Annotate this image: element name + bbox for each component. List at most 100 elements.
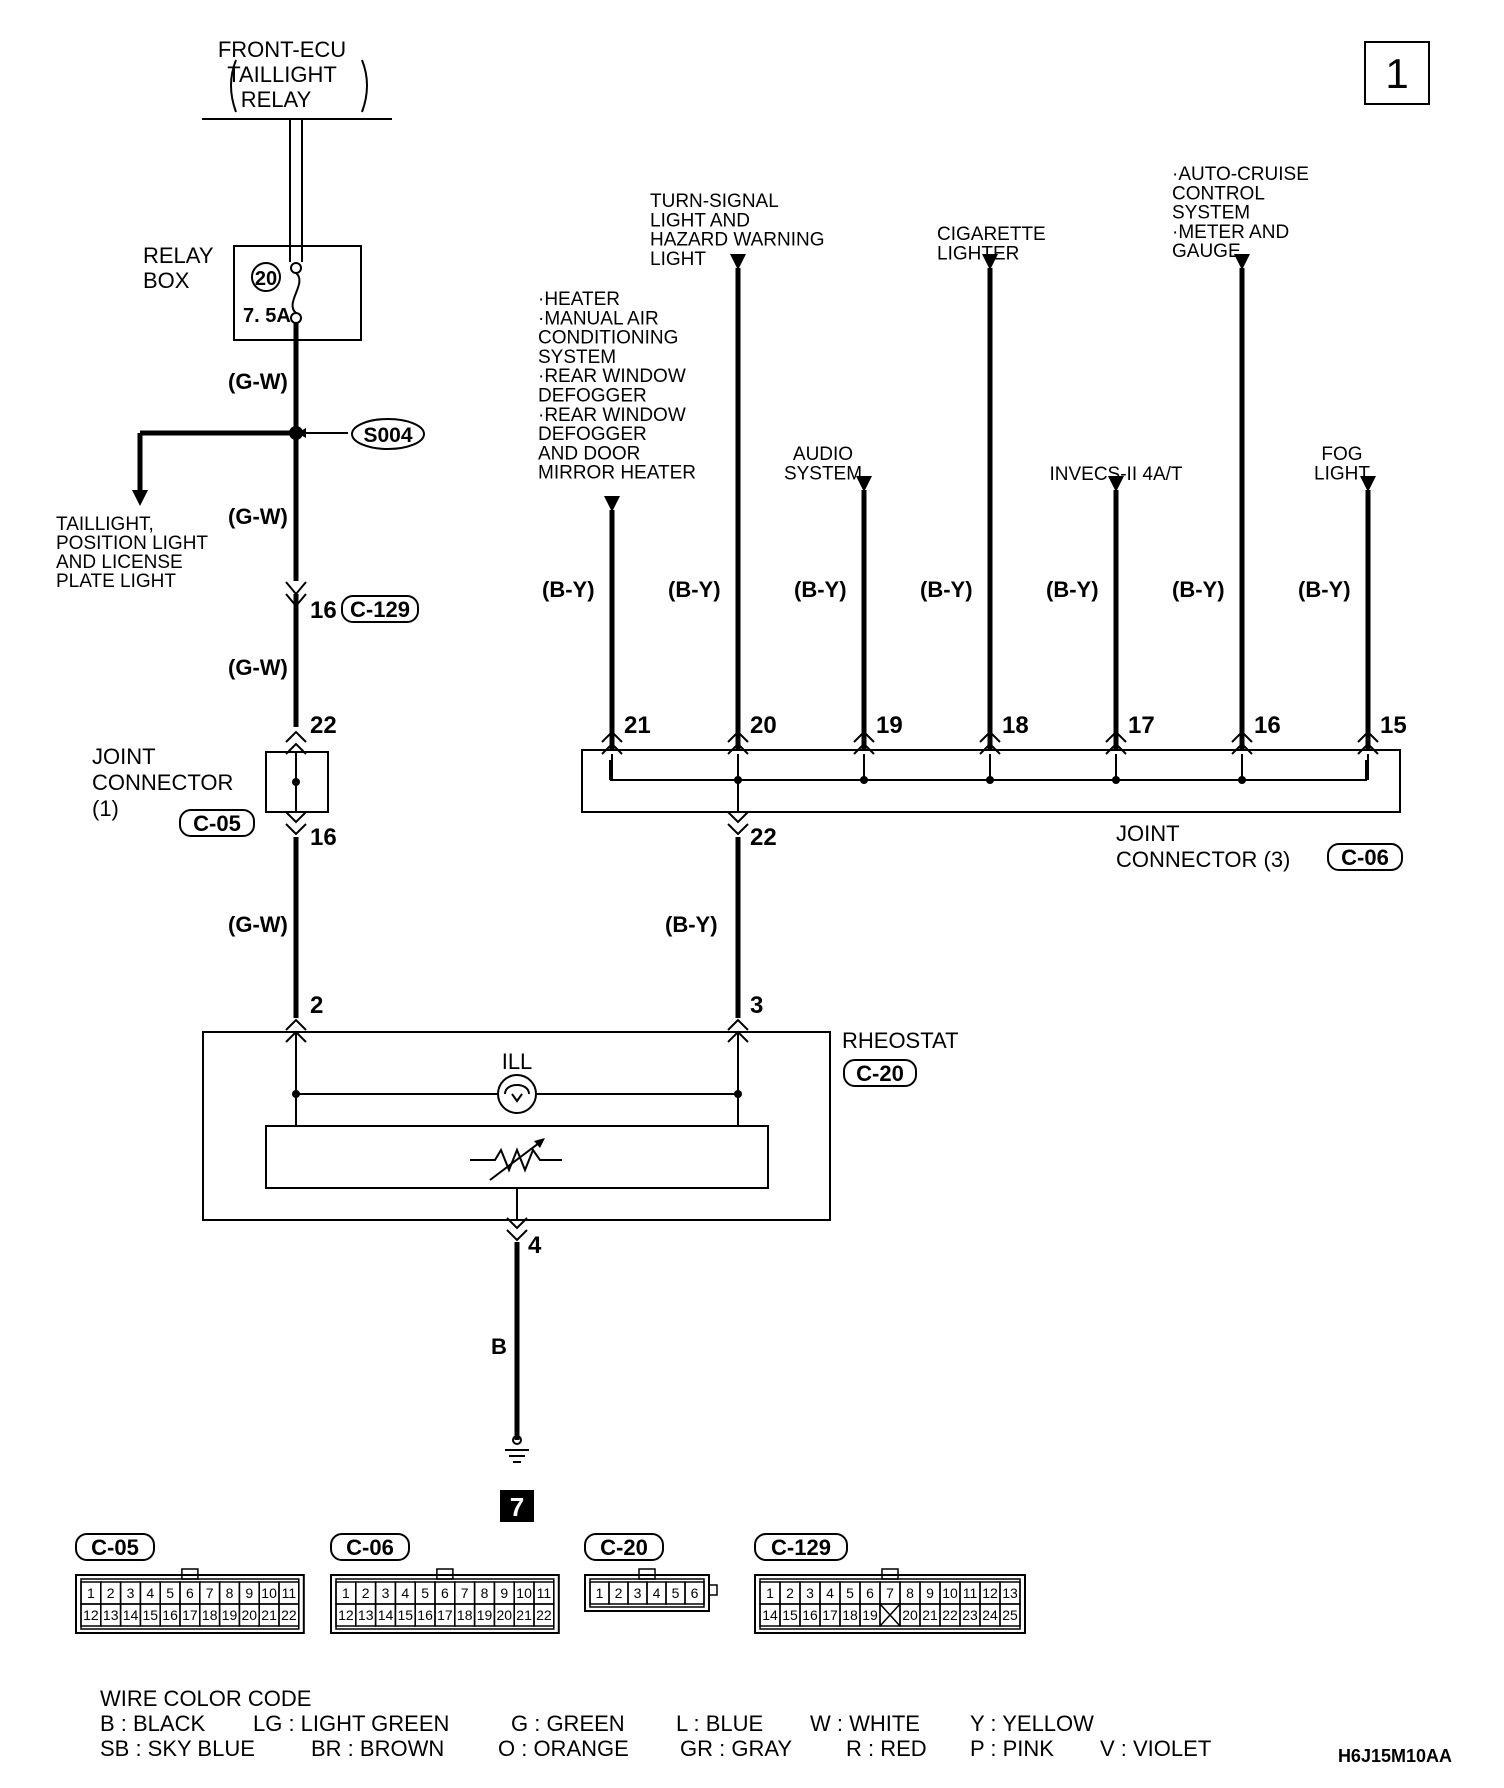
connector-pin-cell: 21	[516, 1607, 532, 1623]
connector-pin-cell: 3	[806, 1585, 814, 1601]
legend-row1-4: L : BLUE	[676, 1711, 763, 1736]
wire-color-legend: WIRE COLOR CODE B : BLACK LG : LIGHT GRE…	[100, 1686, 1211, 1761]
taillight-label-3: AND LICENSE	[56, 552, 183, 573]
load-arrow-icon	[856, 476, 872, 492]
load-arrow-icon	[1108, 476, 1124, 492]
wire-color-by: (B-Y)	[920, 577, 973, 602]
connector-pin-cell: 25	[1002, 1607, 1018, 1623]
load-label-line: CONDITIONING	[538, 328, 678, 349]
wire-color-gw-2: (G-W)	[228, 504, 288, 529]
load-label-line: CIGARETTE	[937, 224, 1046, 245]
taillight-label-2: POSITION LIGHT	[56, 533, 208, 554]
load-label-line: SYSTEM	[784, 463, 862, 484]
connector-pin-cell: 24	[982, 1607, 998, 1623]
connector-pin-cell: 22	[536, 1607, 552, 1623]
jc1-line3: (1)	[92, 796, 119, 821]
load-label-line: LIGHT AND	[650, 210, 750, 231]
joint-connector-1: 22 16 JOINT CONNECTOR (1) C-05	[92, 712, 337, 851]
load-label-line: AND DOOR	[538, 443, 640, 464]
connector-pin-cell: 3	[382, 1585, 390, 1601]
jc1-id: C-05	[193, 811, 241, 836]
load-label-line: ·HEATER	[538, 289, 620, 310]
jc3-line1: JOINT	[1116, 821, 1180, 846]
load-pin-number: 15	[1380, 712, 1407, 739]
ground-ref: 7	[510, 1492, 524, 1522]
connector-pin-cell: 12	[982, 1585, 998, 1601]
connector-pin-cell: 13	[103, 1607, 119, 1623]
connector-pin-cell: 11	[282, 1585, 297, 1601]
connector-pin-cell: 18	[457, 1607, 473, 1623]
connector-pin-cell: 19	[222, 1607, 238, 1623]
connector-face-id: C-06	[346, 1535, 394, 1560]
connector-pin-cell: 3	[127, 1585, 135, 1601]
connector-pin-cell: 10	[516, 1585, 532, 1601]
fuse-number: 20	[255, 268, 277, 290]
connector-pin-cell: 8	[906, 1585, 914, 1601]
load-label-line: ·AUTO-CRUISE	[1172, 164, 1309, 185]
connector-pin-cell: 9	[500, 1585, 508, 1601]
connector-pin-cell: 1	[342, 1585, 350, 1601]
taillight-label-4: PLATE LIGHT	[56, 571, 176, 592]
connector-pin-cell: 1	[596, 1585, 604, 1601]
connector-pin-cell: 2	[786, 1585, 794, 1601]
fuse-rating: 7. 5A	[243, 305, 291, 327]
lamp-label: ILL	[502, 1049, 533, 1074]
connector-pin-cell: 16	[802, 1607, 818, 1623]
wire-color-b: B	[491, 1334, 507, 1359]
load-pin-number: 19	[876, 712, 903, 739]
connector-pin-cell: 2	[615, 1585, 623, 1601]
connector-pin-cell: 12	[338, 1607, 354, 1623]
connector-pin-cell: 12	[83, 1607, 99, 1623]
connector-pin-cell: 6	[866, 1585, 874, 1601]
wire-color-by: (B-Y)	[1046, 577, 1099, 602]
connector-pin-cell: 2	[362, 1585, 370, 1601]
connector-pin-cell: 14	[123, 1607, 139, 1623]
rheostat: 2 3 RHEOSTAT C-20 ILL 4 B 7	[202, 992, 959, 1522]
relay-box: RELAY BOX 20 7. 5A	[143, 243, 362, 341]
load-label-line: ·MANUAL AIR	[538, 308, 659, 329]
connector-pin-cell: 4	[146, 1585, 154, 1601]
load-pin-number: 17	[1128, 712, 1155, 739]
load-label-line: AUDIO	[793, 444, 853, 465]
load-label-line: INVECS-II 4A/T	[1049, 464, 1182, 485]
connector-pin-cell: 17	[437, 1607, 453, 1623]
connector-pin-cell: 2	[107, 1585, 115, 1601]
fuse-icon	[291, 272, 301, 314]
taillight-arrow-icon	[132, 490, 148, 506]
connector-pin-cell: 19	[862, 1607, 878, 1623]
front-ecu-source: FRONT-ECU TAILLIGHT RELAY	[202, 37, 392, 262]
connector-pin-cell: 4	[401, 1585, 409, 1601]
connector-pin-cell: 15	[782, 1607, 798, 1623]
load-arrow-icon	[1234, 254, 1250, 270]
load-arrow-icon	[604, 496, 620, 512]
connector-pin-cell: 22	[281, 1607, 297, 1623]
rheostat-id: C-20	[856, 1061, 904, 1086]
load-17: 17 (B-Y) INVECS-II 4A/T	[1046, 464, 1183, 784]
legend-row2-1: SB : SKY BLUE	[100, 1736, 255, 1761]
load-label-line: SYSTEM	[538, 347, 616, 368]
connector-pin-cell: 21	[922, 1607, 938, 1623]
fuse-terminal-top-icon	[290, 262, 302, 274]
load-arrow-icon	[1360, 476, 1376, 492]
diagram-code: H6J15M10AA	[1338, 1746, 1452, 1766]
legend-row1-5: W : WHITE	[810, 1711, 920, 1736]
legend-title: WIRE COLOR CODE	[100, 1686, 311, 1711]
connector-pin-cell: 7	[461, 1585, 469, 1601]
legend-row1-2: LG : LIGHT GREEN	[253, 1711, 449, 1736]
load-label-line: MIRROR HEATER	[538, 463, 696, 484]
jc3-out-chevron-icon	[727, 811, 749, 836]
load-pin-number: 16	[1254, 712, 1281, 739]
load-label-line: ·REAR WINDOW	[538, 405, 686, 426]
connector-pin-cell: 20	[902, 1607, 918, 1623]
legend-row2-6: P : PINK	[970, 1736, 1054, 1761]
wire-color-gw-3: (G-W)	[228, 655, 288, 680]
illumination-lamp-icon	[497, 1074, 537, 1114]
connector-pin-cell: 18	[202, 1607, 218, 1623]
wire-color-gw-1: (G-W)	[228, 369, 288, 394]
load-pin-number: 20	[750, 712, 777, 739]
connector-pin-cell: 13	[1002, 1585, 1018, 1601]
jc1-out-chevron-icon	[285, 811, 307, 836]
